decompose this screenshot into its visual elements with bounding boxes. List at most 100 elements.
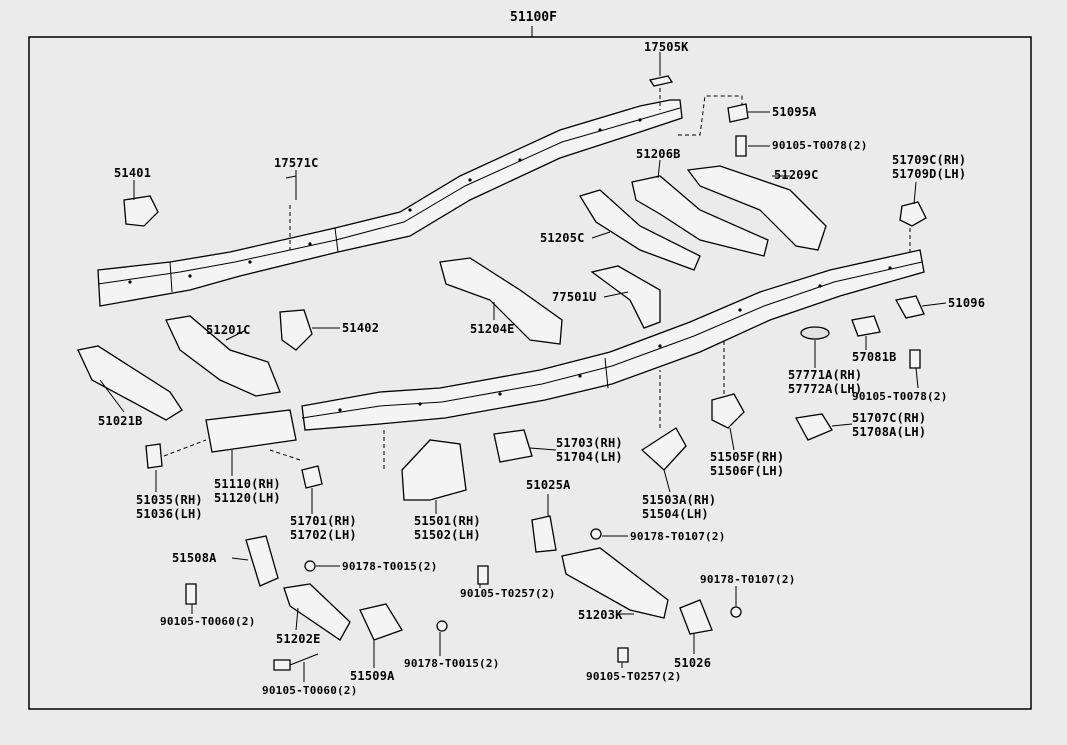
left-frame-rail [97,99,683,307]
bolt-90105-T0060-a [185,583,197,605]
part-57771A [800,326,830,340]
label-51401: 51401 [114,166,152,180]
assembly-title: 51100F [510,10,557,25]
label-90105-T0078-top: 90105-T0078(2) [772,139,868,152]
label-51703-51704: 51703(RH) 51704(LH) [556,436,623,464]
label-51505F: 51505F(RH) [710,450,785,464]
label-51501-51502: 51501(RH) 51502(LH) [414,514,481,542]
nut-90178-T0015-a [304,560,316,572]
part-51209C [686,165,827,251]
label-90105-T0060-a: 90105-T0060(2) [160,615,256,628]
label-90178-T0015-b: 90178-T0015(2) [404,657,500,670]
label-51505F-51506F: 51505F(RH) 51506F(LH) [710,450,784,478]
label-51204E: 51204E [470,322,515,336]
label-90178-T0107-a: 90178-T0107(2) [630,530,726,543]
label-90105-T0078-right: 90105-T0078(2) [852,390,948,403]
label-51110-51120: 51110(RH) 51120(LH) [214,477,281,505]
part-51501 [401,439,467,501]
label-90105-T0060-b: 90105-T0060(2) [262,684,358,697]
label-51021B: 51021B [98,414,143,428]
label-51502: 51502(LH) [414,528,481,542]
part-51201C [165,315,281,397]
nut-90178-T0107-a [590,528,602,540]
bolt-90105-T0060-b [273,659,291,671]
nut-90178-T0107-b [730,606,742,618]
part-51096 [894,295,925,319]
part-57081B [851,315,881,337]
label-51203K: 51203K [578,608,623,622]
rail-holes [128,118,892,412]
label-51025A: 51025A [526,478,571,492]
part-51203K [561,547,669,619]
nut-90178-T0015-b [436,620,448,632]
part-51703 [493,429,533,463]
part-51110 [205,409,297,453]
label-17571C: 17571C [274,156,319,170]
part-51021B [77,345,183,421]
part-51509A [359,603,403,641]
part-51025A [531,515,557,553]
part-51402 [279,309,313,351]
leader-lines [99,52,947,682]
label-51402: 51402 [342,321,380,335]
bolt-90105-T0078-top [735,135,747,157]
part-17571C [285,175,297,200]
label-90178-T0107-b: 90178-T0107(2) [700,573,796,586]
part-51701 [301,465,323,489]
label-51206B: 51206B [636,147,681,161]
label-51707C: 51707C(RH) [852,411,927,425]
diagram-border [28,36,1032,710]
label-17505K: 17505K [644,40,689,54]
label-51503A: 51503A(RH) [642,493,717,507]
label-51509A: 51509A [350,669,395,683]
label-51709C-51709D: 51709C(RH) 51709D(LH) [892,153,966,181]
label-51702: 51702(LH) [290,528,357,542]
part-51026 [679,599,713,635]
label-77501U: 77501U [552,290,597,304]
label-51707C-51708A: 51707C(RH) 51708A(LH) [852,411,926,439]
label-57081B: 57081B [852,350,897,364]
label-51501: 51501(RH) [414,514,481,528]
part-17505K [648,75,674,87]
label-51701-51702: 51701(RH) 51702(LH) [290,514,357,542]
label-51508A: 51508A [172,551,217,565]
label-51209C: 51209C [774,168,819,182]
part-51707C [794,413,833,441]
label-51709D: 51709D(LH) [892,167,967,181]
label-51035-51036: 51035(RH) 51036(LH) [136,493,203,521]
label-51709C: 51709C(RH) [892,153,967,167]
label-51110: 51110(RH) [214,477,281,491]
part-51206B [631,175,769,257]
part-51035 [145,443,163,469]
label-90178-T0015-a: 90178-T0015(2) [342,560,438,573]
label-51703: 51703(RH) [556,436,623,450]
part-51095A [727,103,749,123]
part-51505F [711,393,745,429]
part-51503A [640,427,687,471]
part-51202E [283,583,351,641]
part-51401 [123,195,159,227]
right-frame-rail [301,249,925,431]
label-51708A: 51708A(LH) [852,425,927,439]
label-51704: 51704(LH) [556,450,623,464]
part-51205C [579,189,701,271]
part-51204E [439,257,563,345]
label-90105-T0257-a: 90105-T0257(2) [460,587,556,600]
label-51503A-51504: 51503A(RH) 51504(LH) [642,493,716,521]
label-51036: 51036(LH) [136,507,203,521]
part-51709C [899,201,927,227]
part-77501U [590,265,661,329]
label-90105-T0257-b: 90105-T0257(2) [586,670,682,683]
label-51026: 51026 [674,656,712,670]
label-57772A: 57772A(LH) [788,382,863,396]
label-51120: 51120(LH) [214,491,281,505]
bolt-90105-T0257-a [477,565,489,585]
label-57771A-57772A: 57771A(RH) 57772A(LH) [788,368,862,396]
label-51506F: 51506F(LH) [710,464,785,478]
bolt-90105-T0257-b [617,647,629,663]
part-51508A [245,535,279,587]
label-51095A: 51095A [772,105,817,119]
bolt-90105-T0078-right [909,349,921,369]
